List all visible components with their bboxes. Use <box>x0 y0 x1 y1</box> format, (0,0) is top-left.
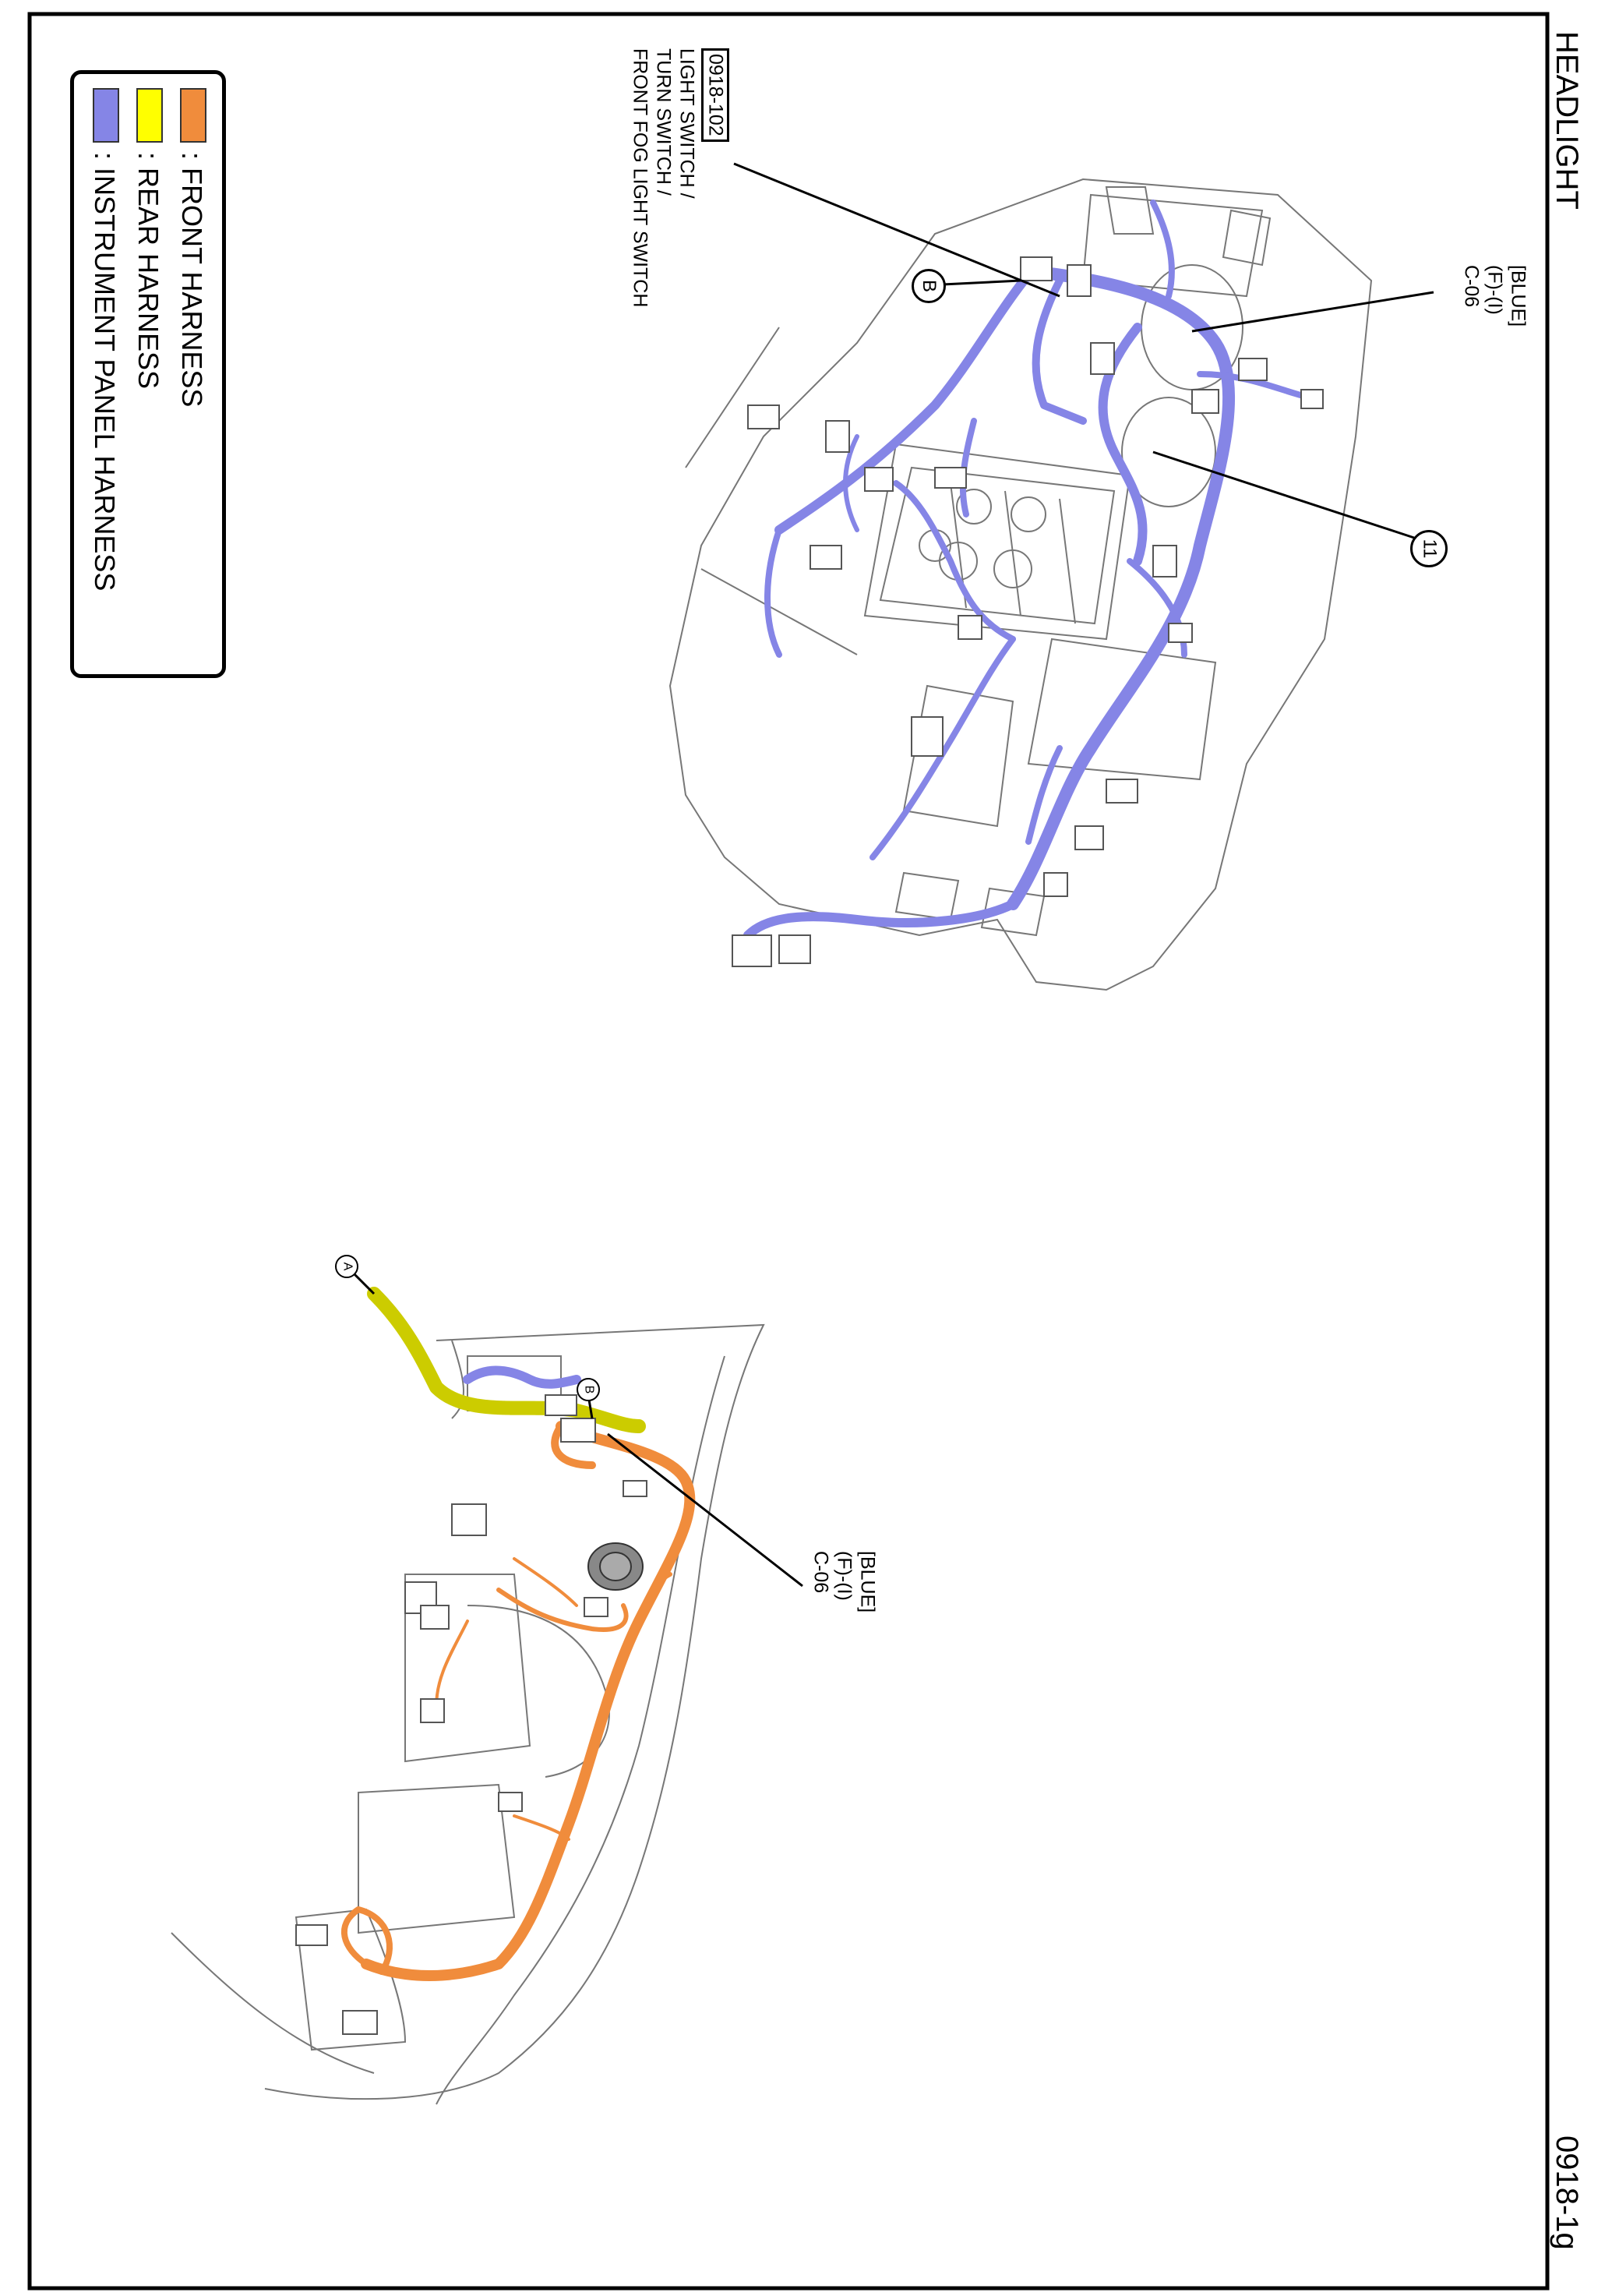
connector-top-pos: (F)-(I) <box>1483 265 1506 315</box>
switch-label-line3: FRONT FOG LIGHT SWITCH <box>629 48 651 308</box>
lower-instrument-harness <box>463 1365 581 1389</box>
front-harness-swatch <box>180 88 206 143</box>
upper-connectors <box>732 256 1324 967</box>
switch-code-label: 0918-102 <box>701 48 730 142</box>
front-harness <box>341 1421 696 1981</box>
legend-front-label: : FRONT HARNESS <box>175 152 208 408</box>
engine-bay-outline <box>171 1323 765 2105</box>
marker-b-lower: B <box>577 1378 600 1401</box>
rear-harness <box>367 1287 646 1433</box>
marker-a: A <box>335 1255 358 1278</box>
page-title: HEADLIGHT <box>1550 31 1584 210</box>
rear-harness-swatch <box>136 88 163 143</box>
lower-connectors <box>295 1394 647 2035</box>
legend-rear-label: : REAR HARNESS <box>132 152 164 390</box>
switch-label-line2: TURN SWITCH / <box>652 48 675 196</box>
connector-top-id: C-06 <box>1460 265 1483 308</box>
page-code: 0918-1g <box>1550 2135 1584 2250</box>
connector-bottom-color: [BLUE] <box>856 1551 879 1613</box>
connector-bottom-pos: (F)-(I) <box>833 1551 855 1601</box>
leader-lines <box>349 162 1434 1588</box>
instrument-harness-swatch <box>93 88 119 143</box>
connector-bottom-id: C-06 <box>810 1551 832 1594</box>
switch-label-line1: LIGHT SWITCH / <box>675 48 698 199</box>
connector-top-color: [BLUE] <box>1507 265 1529 327</box>
page-border <box>27 12 1550 2291</box>
instrument-panel-outline <box>668 178 1373 991</box>
marker-b-upper: B <box>912 269 946 303</box>
marker-eleven: 11 <box>1410 530 1448 567</box>
legend-instrument-label: : INSTRUMENT PANEL HARNESS <box>88 152 121 592</box>
legend: : FRONT HARNESS : REAR HARNESS : INSTRUM… <box>70 70 226 678</box>
